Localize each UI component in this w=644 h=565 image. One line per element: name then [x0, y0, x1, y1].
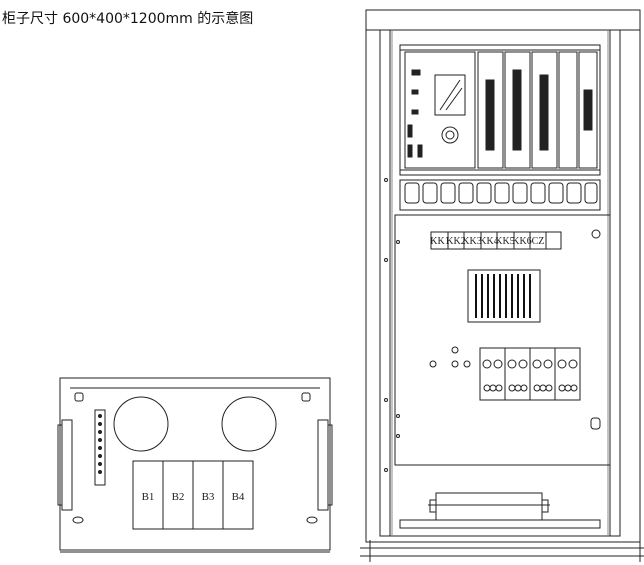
cable-gland-bracket: [435, 492, 543, 521]
switch-label: KK4: [479, 236, 498, 247]
terminal-strip: [94, 409, 106, 486]
io-module: [477, 51, 504, 169]
switch-label: KK3: [462, 236, 481, 247]
switch-label-strip: [430, 231, 562, 250]
keypad-dial: [441, 126, 459, 144]
terminal-row: [399, 179, 601, 211]
breaker-label: B4: [232, 491, 245, 503]
base-plate-view: [57, 377, 333, 553]
mounting-hole: [306, 516, 318, 524]
switch-labels: KK1 KK2 KK3 KK4 KK5 KK6 CZ: [430, 236, 544, 247]
indicator-light: [451, 360, 459, 368]
switch-label: KK2: [446, 236, 465, 247]
breaker-label: B2: [172, 491, 185, 503]
io-module: [558, 51, 578, 169]
cpu-module: [404, 51, 476, 169]
mounting-panel: [394, 214, 611, 466]
figure-caption: 柜子尺寸 600*400*1200mm 的示意图: [2, 11, 254, 27]
base-plate-outline: [59, 377, 331, 551]
cabinet-front-view: [360, 9, 644, 562]
breaker-labels: B1 B2 B3 B4: [142, 491, 245, 503]
breaker-label: B1: [142, 491, 155, 503]
indicator-light: [463, 360, 471, 368]
cable-entry-hole: [113, 396, 169, 452]
io-module: [578, 51, 598, 169]
switch-label: KK6: [512, 236, 531, 247]
display-screen: [434, 74, 466, 116]
cabinet-enclosure: [365, 9, 641, 543]
breaker-label: B3: [202, 491, 215, 503]
indicator-light: [429, 360, 437, 368]
switch-label: KK1: [430, 236, 449, 247]
io-module: [504, 51, 531, 169]
indicator-light: [451, 346, 459, 354]
mounting-hole: [72, 516, 84, 524]
control-rack: [399, 44, 601, 176]
switch-label: CZ: [532, 236, 545, 247]
cable-entry-hole: [221, 396, 277, 452]
power-supply-unit: [467, 269, 541, 323]
switch-label: KK5: [495, 236, 514, 247]
io-module: [531, 51, 558, 169]
mounting-hole: [591, 229, 601, 239]
